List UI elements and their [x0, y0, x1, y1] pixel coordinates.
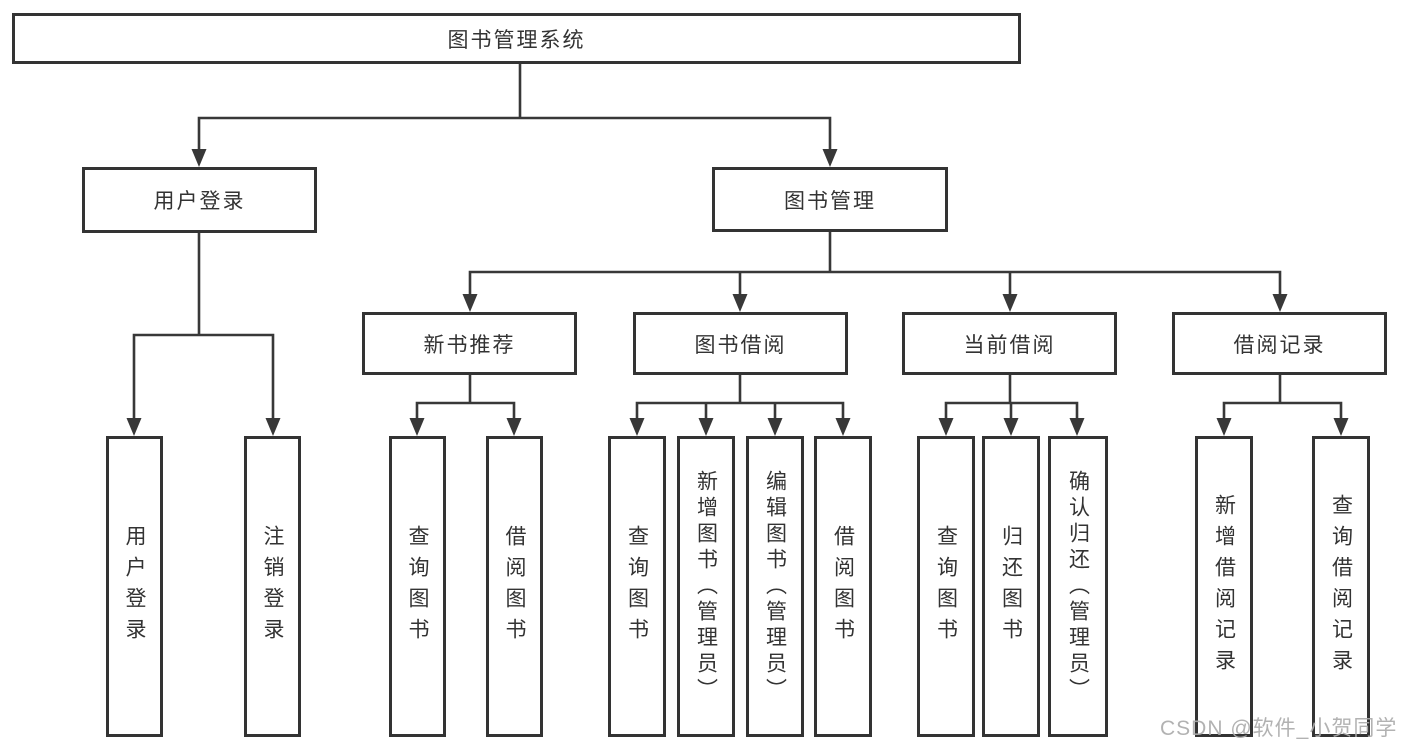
node-label: 查询图书 — [625, 524, 649, 649]
leaf-user-login: 用户登录 — [106, 436, 163, 737]
leaf-current-confirm-return-admin: 确认归还（管理员） — [1048, 436, 1108, 737]
node-label: 新增图书（管理员） — [694, 469, 718, 704]
node-label: 新增借阅记录 — [1212, 493, 1236, 680]
node-label: 查询图书 — [934, 524, 958, 649]
leaf-newbook-query-books: 查询图书 — [389, 436, 446, 737]
node-borrow-records: 借阅记录 — [1172, 312, 1387, 375]
node-label: 新书推荐 — [423, 333, 516, 357]
node-label: 图书借阅 — [694, 333, 787, 357]
node-book-management: 图书管理 — [712, 167, 948, 232]
node-label: 注销登录 — [261, 524, 284, 649]
leaf-borrow-add-books-admin: 新增图书（管理员） — [677, 436, 735, 737]
leaf-current-query-books: 查询图书 — [917, 436, 975, 737]
node-label: 编辑图书（管理员） — [763, 469, 787, 704]
node-label: 用户登录 — [123, 524, 146, 649]
leaf-logout: 注销登录 — [244, 436, 301, 737]
leaf-borrow-borrow-books: 借阅图书 — [814, 436, 872, 737]
node-new-book-recommend: 新书推荐 — [362, 312, 577, 375]
node-label: 查询借阅记录 — [1329, 493, 1353, 680]
node-label: 归还图书 — [999, 524, 1023, 649]
leaf-current-return-books: 归还图书 — [982, 436, 1040, 737]
node-user-login: 用户登录 — [82, 167, 317, 233]
node-label: 图书管理 — [784, 189, 876, 213]
node-root-library-management-system: 图书管理系统 — [12, 13, 1021, 64]
leaf-newbook-borrow-books: 借阅图书 — [486, 436, 543, 737]
leaf-records-add-record: 新增借阅记录 — [1195, 436, 1253, 737]
node-label: 借阅图书 — [831, 524, 855, 649]
node-label: 用户登录 — [153, 190, 246, 213]
node-label: 借阅图书 — [503, 524, 526, 649]
leaf-borrow-edit-books-admin: 编辑图书（管理员） — [746, 436, 804, 737]
arrowheads — [126, 149, 1349, 436]
node-label: 查询图书 — [406, 524, 429, 649]
node-label: 当前借阅 — [963, 333, 1056, 357]
node-label: 借阅记录 — [1233, 333, 1326, 357]
node-book-borrow: 图书借阅 — [633, 312, 848, 375]
leaf-borrow-query-books: 查询图书 — [608, 436, 666, 737]
node-label: 图书管理系统 — [447, 28, 586, 52]
node-label: 确认归还（管理员） — [1066, 469, 1090, 704]
node-current-borrow: 当前借阅 — [902, 312, 1117, 375]
leaf-records-query-record: 查询借阅记录 — [1312, 436, 1370, 737]
csdn-watermark: CSDN @软件_小贺同学 — [1160, 717, 1398, 740]
